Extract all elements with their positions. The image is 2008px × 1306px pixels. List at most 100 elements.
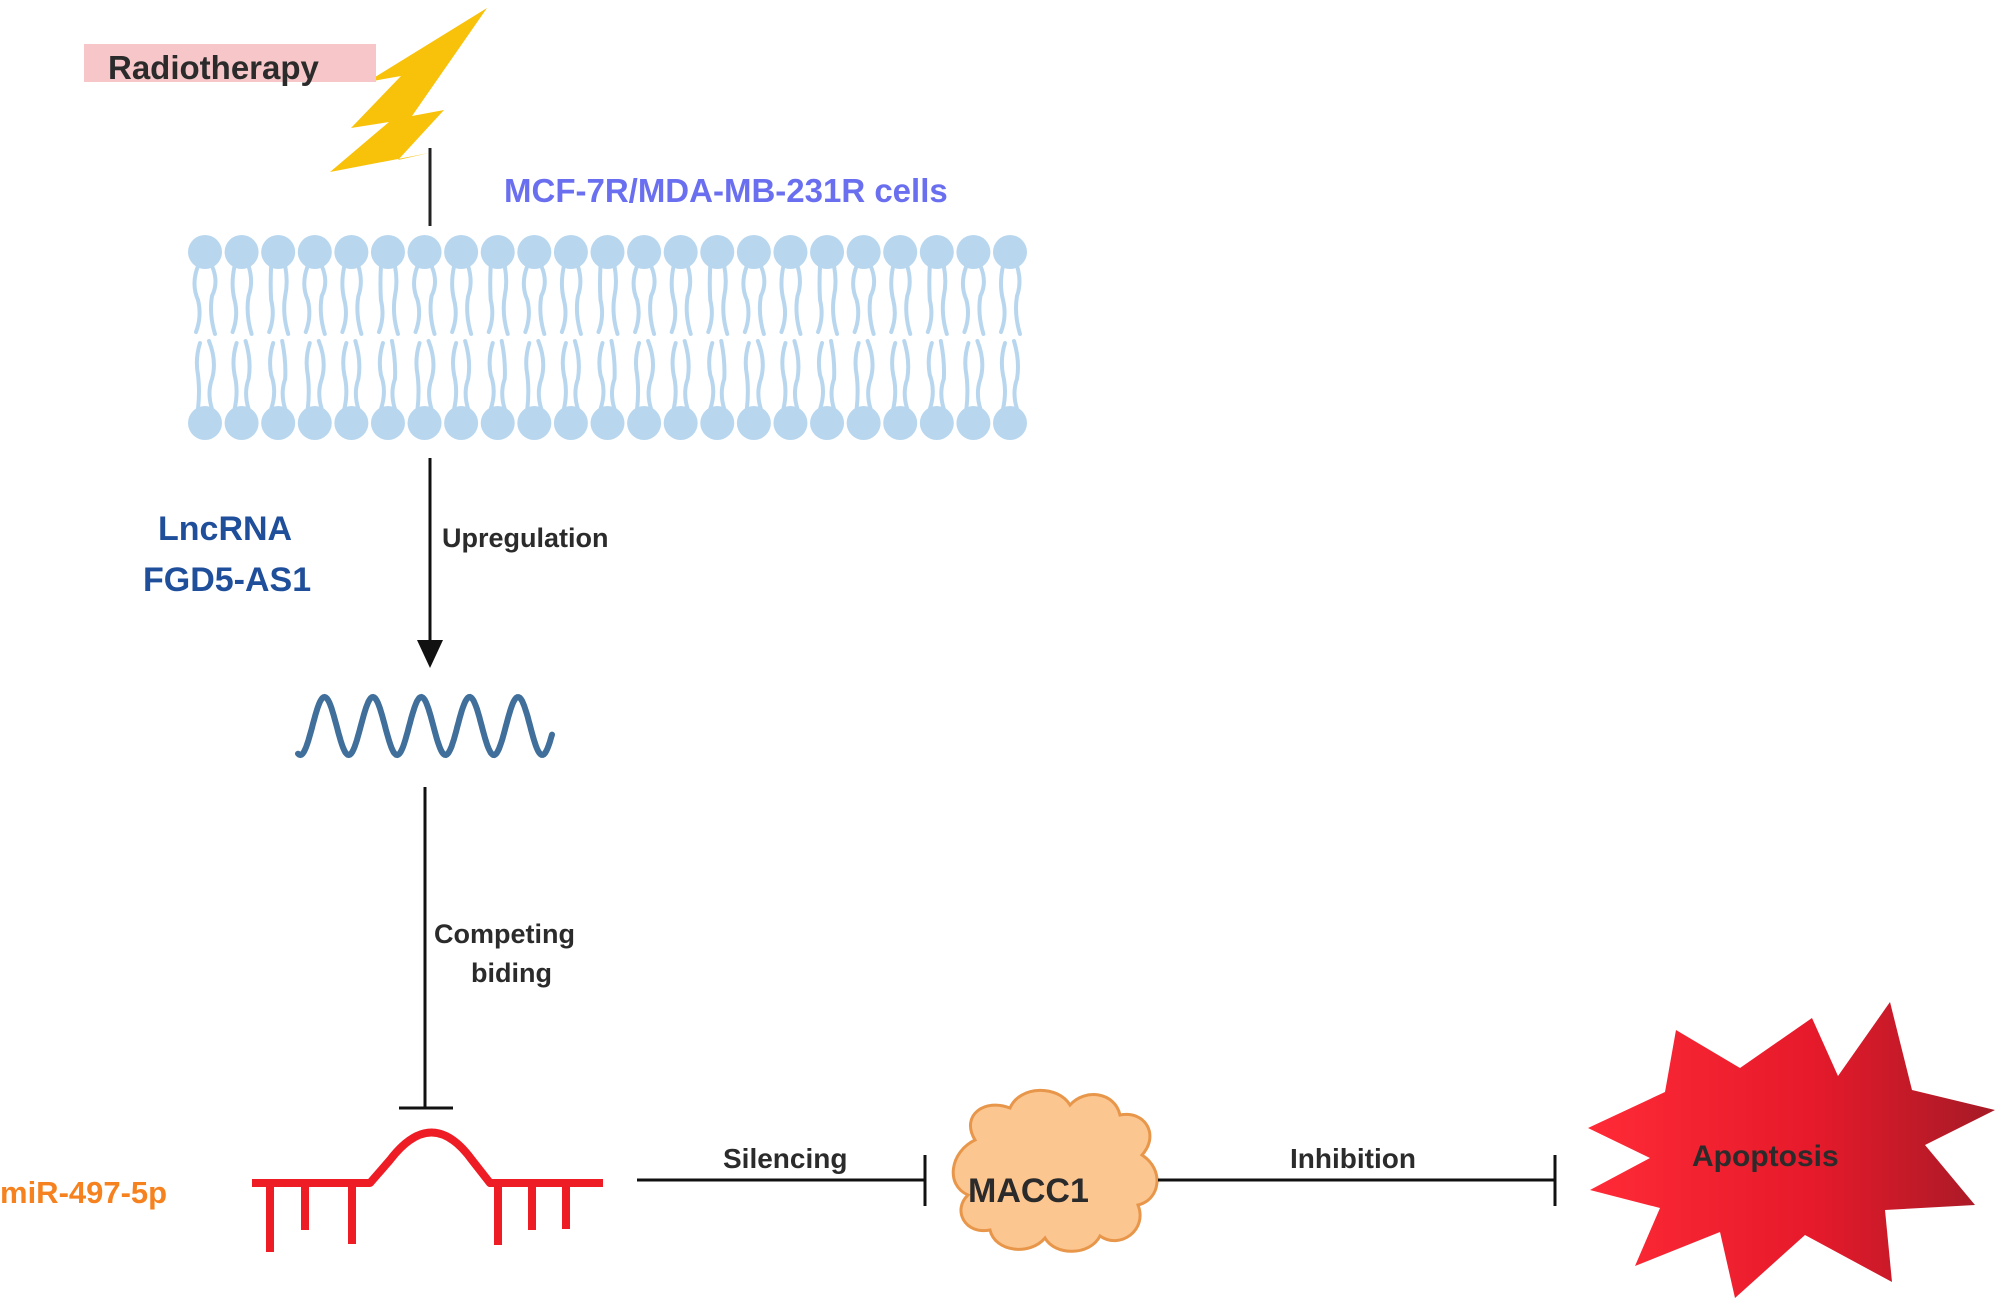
lipid-tail	[865, 339, 875, 411]
lipid-tail	[816, 341, 826, 411]
lipid-tail	[829, 339, 837, 411]
lipid-head	[883, 406, 918, 440]
lncrna-label-line2: FGD5-AS1	[143, 561, 312, 599]
lipid-head	[956, 235, 991, 269]
lipid-tail	[938, 339, 947, 411]
macc1-label: MACC1	[968, 1172, 1089, 1210]
lipid-tail	[904, 264, 913, 336]
lipid-tail	[926, 341, 935, 411]
lipid-tail	[376, 264, 385, 334]
apoptosis-label: Apoptosis	[1692, 1140, 1839, 1173]
lipid-head	[334, 406, 369, 440]
cells-label: MCF-7R/MDA-MB-231R cells	[504, 172, 948, 209]
lipid-tail	[280, 339, 288, 411]
apoptosis-starburst-shape	[1588, 1002, 1995, 1298]
lipid-tail	[633, 341, 642, 411]
inhibition-label: Inhibition	[1290, 1143, 1416, 1174]
lipid-tail	[867, 264, 877, 336]
lipid-tail	[940, 264, 949, 336]
rna-wave-icon	[295, 693, 555, 759]
lipid-tail	[353, 339, 362, 411]
lipid-head	[370, 235, 405, 269]
lipid-tail	[536, 339, 546, 411]
lipid-head	[553, 406, 588, 440]
lipid-head	[773, 235, 808, 269]
lipid-tail	[355, 264, 364, 336]
lipid-tail	[743, 341, 751, 411]
lipid-tail	[611, 264, 620, 336]
upregulation-arrowhead	[417, 640, 443, 668]
macc1-cloud-shape	[951, 1088, 1159, 1253]
lipid-tail	[426, 339, 436, 411]
lipid-tail	[902, 339, 911, 411]
lipid-head	[261, 406, 296, 440]
lipid-head	[627, 406, 662, 440]
lipid-tail	[389, 339, 398, 411]
lipid-tail	[669, 264, 678, 334]
lipid-head	[407, 235, 442, 269]
lipid-head	[883, 235, 918, 269]
lipid-tail	[794, 264, 803, 336]
lipid-head	[224, 406, 259, 440]
lipid-tail	[597, 341, 606, 411]
lipid-head	[407, 406, 442, 440]
lipid-head	[919, 235, 954, 269]
lipid-head	[663, 406, 698, 440]
lipid-head	[810, 406, 845, 440]
lipid-tail	[757, 264, 767, 336]
lipid-tail	[684, 264, 693, 336]
lipid-tail	[609, 339, 617, 411]
lipid-head	[736, 235, 771, 269]
lipid-tail	[192, 264, 202, 334]
lipid-tail	[194, 341, 202, 411]
lightning-bolt-icon	[330, 8, 487, 172]
lipid-tail	[670, 341, 678, 411]
lipid-tail	[487, 341, 496, 411]
lipid-head	[517, 406, 552, 440]
lipid-tail	[707, 341, 716, 411]
lipid-head	[846, 235, 881, 269]
lipid-head	[444, 235, 479, 269]
lipid-tail	[779, 264, 788, 334]
lipid-head	[553, 235, 588, 269]
lipid-tail	[755, 339, 765, 411]
lipid-head	[663, 235, 698, 269]
lipid-tail	[851, 264, 861, 334]
lipid-tail	[559, 264, 568, 334]
lipid-tail	[706, 264, 714, 334]
lipid-head	[773, 406, 808, 440]
lipid-tail	[316, 339, 326, 411]
lipid-tail	[318, 264, 328, 336]
lipid-tail	[741, 264, 751, 334]
lipid-tail	[451, 341, 459, 411]
lipid-tail	[631, 264, 641, 334]
lipid-tail	[231, 341, 239, 411]
lipid-tail	[572, 339, 581, 411]
lipid-tail	[465, 264, 474, 336]
mirna-label: miR-497-5p	[0, 1175, 168, 1210]
silencing-label: Silencing	[723, 1143, 848, 1174]
lipid-head	[297, 235, 332, 269]
lipid-tail	[977, 264, 986, 336]
lipid-tail	[596, 264, 605, 334]
radiotherapy-highlight	[84, 44, 376, 82]
lipid-tail	[463, 339, 472, 411]
lipid-head	[480, 406, 515, 440]
lipid-head	[590, 406, 625, 440]
lipid-head	[919, 406, 954, 440]
lipid-tail	[960, 264, 971, 334]
lipid-head	[261, 235, 296, 269]
lipid-tail	[574, 264, 583, 336]
lipid-tail	[268, 341, 277, 411]
lipid-tail	[450, 264, 458, 334]
lipid-head	[188, 235, 222, 269]
lipid-head	[188, 406, 222, 440]
lipid-tail	[428, 264, 438, 336]
lipid-head	[224, 235, 259, 269]
lipid-tail	[963, 341, 971, 411]
lipid-head	[700, 406, 735, 440]
lipid-tail	[889, 264, 897, 334]
lipid-tail	[648, 264, 657, 336]
lipid-head	[956, 406, 991, 440]
